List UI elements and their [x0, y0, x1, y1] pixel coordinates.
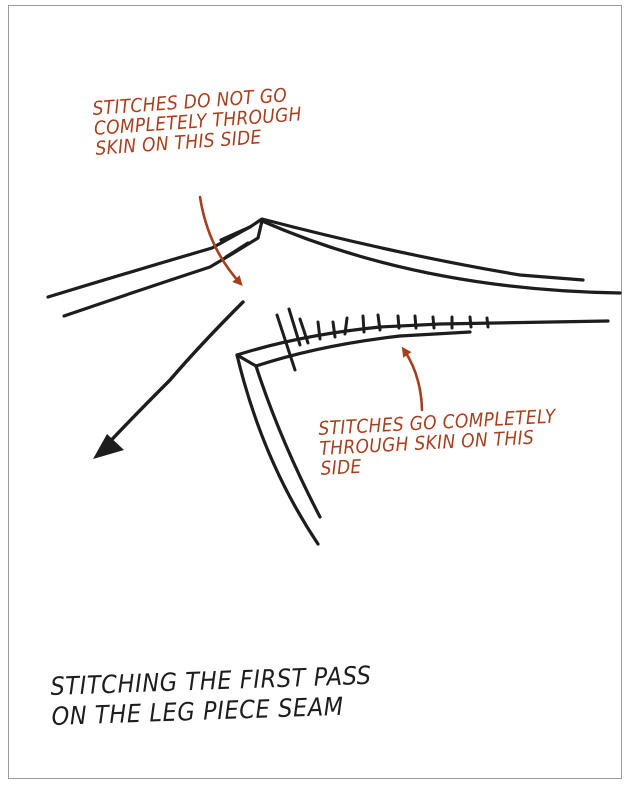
stitch [345, 318, 347, 334]
upper-skin-fold-a [221, 227, 250, 240]
upper-skin-fold-b [226, 243, 248, 257]
first-pass-arrow [93, 302, 243, 459]
stitch [470, 317, 471, 327]
upper-skin-piece [48, 219, 620, 316]
stitch [363, 316, 364, 332]
stitch [318, 322, 320, 339]
first-pass-arrow-shaft [102, 302, 243, 450]
bottom-callout: STITCHES GO COMPLETELY THROUGH SKIN ON T… [318, 408, 558, 480]
lower-skin-top-edge [237, 321, 608, 355]
stitch [378, 315, 380, 330]
stitch [333, 322, 335, 337]
callout-arrows [200, 197, 422, 410]
bottom-callout-arrow [404, 350, 422, 410]
stitch [398, 316, 399, 328]
stitch [415, 316, 416, 328]
first-pass-arrow-head [93, 434, 124, 459]
stitch [433, 317, 434, 328]
stitch [487, 318, 488, 327]
figure-caption: STITCHING THE FIRST PASS ON THE LEG PIEC… [50, 661, 373, 731]
lower-skin-left-edge-a [237, 355, 318, 544]
